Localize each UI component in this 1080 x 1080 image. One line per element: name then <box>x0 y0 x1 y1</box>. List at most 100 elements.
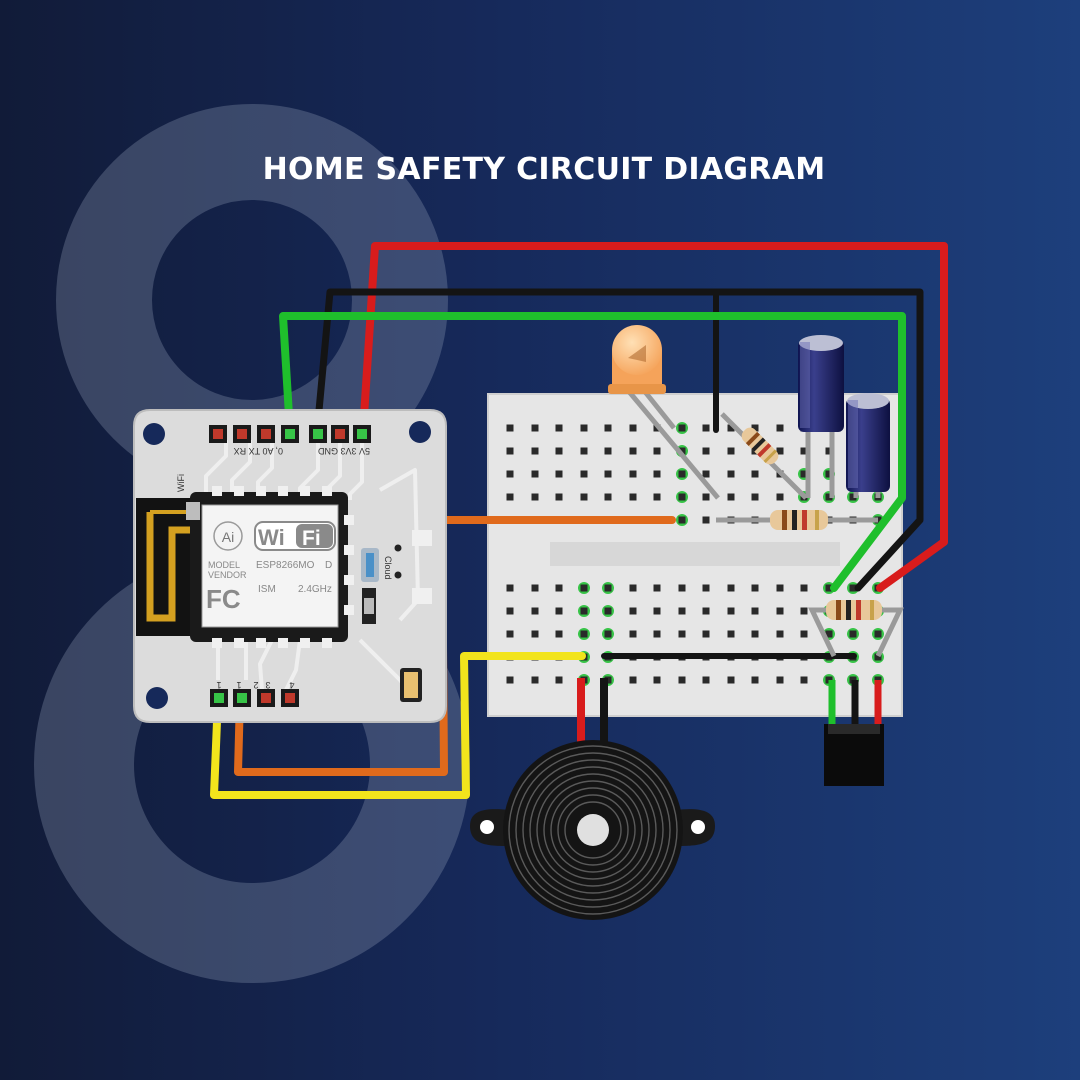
bottom-pin-label-1b: 1 <box>236 680 241 690</box>
breadboard-hole <box>702 516 710 524</box>
breadboard-hole <box>825 584 833 592</box>
breadboard-hole <box>653 493 661 501</box>
page-title: HOME SAFETY CIRCUIT DIAGRAM <box>262 152 826 187</box>
wifi-badge-left: Wi <box>258 525 285 550</box>
breadboard-hole <box>555 424 563 432</box>
chip-pin <box>344 515 354 525</box>
chip-pin <box>234 486 244 496</box>
chip-model-line2: VENDOR <box>208 570 247 580</box>
header-pin-contact <box>313 429 323 439</box>
breadboard-hole <box>702 493 710 501</box>
breadboard-hole <box>800 470 808 478</box>
breadboard-hole <box>604 424 612 432</box>
breadboard-hole <box>531 470 539 478</box>
breadboard-hole <box>580 630 588 638</box>
breadboard-hole <box>776 424 784 432</box>
module-header-pins <box>209 425 371 707</box>
breadboard-hole <box>531 493 539 501</box>
breadboard-hole <box>800 584 808 592</box>
breadboard-hole <box>531 424 539 432</box>
resistor-icon <box>720 412 808 500</box>
breadboard-hole <box>825 447 833 455</box>
breadboard-hole <box>506 424 514 432</box>
buzzer-ring <box>550 787 636 873</box>
breadboard-hole <box>751 630 759 638</box>
breadboard-hole <box>506 470 514 478</box>
breadboard-hole <box>555 447 563 455</box>
breadboard-hole <box>727 470 735 478</box>
breadboard-hole <box>800 607 808 615</box>
top-pin-label-a0: 0, A0 TX RX <box>234 446 283 456</box>
breadboard-hole <box>702 470 710 478</box>
header-pin-contact <box>357 429 367 439</box>
breadboard-hole <box>678 630 686 638</box>
breadboard-hole <box>776 447 784 455</box>
breadboard-hole <box>531 607 539 615</box>
breadboard-hole <box>506 630 514 638</box>
breadboard-hole <box>800 630 808 638</box>
breadboard-hole <box>702 584 710 592</box>
breadboard-hole <box>506 676 514 684</box>
chip-pin <box>344 545 354 555</box>
header-pin-contact <box>237 693 247 703</box>
resistor-icon <box>716 510 878 530</box>
breadboard-hole <box>629 630 637 638</box>
buzzer-ring <box>557 794 629 866</box>
breadboard-hole <box>629 676 637 684</box>
breadboard-hole <box>653 630 661 638</box>
breadboard-hole <box>825 493 833 501</box>
breadboard-hole <box>678 447 686 455</box>
breadboard-hole <box>555 607 563 615</box>
breadboard-hole <box>678 516 686 524</box>
breadboard-hole <box>531 630 539 638</box>
chip-pin <box>234 638 244 648</box>
chip-pin <box>256 638 266 648</box>
wifi-side-label: WiFi <box>176 474 186 492</box>
chip-pin <box>322 638 332 648</box>
breadboard-hole <box>751 470 759 478</box>
wire-black-ground <box>313 288 924 592</box>
buzzer-ring <box>564 801 622 859</box>
wire-green-signal <box>279 312 906 592</box>
wire-orange <box>234 516 676 776</box>
breadboard-hole <box>702 630 710 638</box>
resistor-icon <box>808 600 904 658</box>
breadboard-hole <box>604 470 612 478</box>
breadboard-hole <box>506 447 514 455</box>
breadboard-hole <box>727 447 735 455</box>
header-pin-contact <box>214 693 224 703</box>
chip-pin <box>322 486 332 496</box>
breadboard-hole <box>629 584 637 592</box>
breadboard-hole <box>825 470 833 478</box>
breadboard-hole <box>629 493 637 501</box>
header-pin-contact <box>335 429 345 439</box>
capacitor-icon <box>846 393 890 498</box>
top-pin-label-power: 5V 3V3 <box>340 446 370 456</box>
breadboard-hole <box>751 584 759 592</box>
top-pin-label-gnd: GND <box>318 446 339 456</box>
breadboard-hole <box>531 447 539 455</box>
buzzer-icon <box>470 678 715 920</box>
breadboard-hole <box>653 447 661 455</box>
breadboard-hole <box>702 676 710 684</box>
buzzer-ring <box>536 773 650 887</box>
bottom-pin-label-3: 3 <box>265 680 270 690</box>
breadboard-hole <box>678 584 686 592</box>
breadboard-hole <box>678 424 686 432</box>
breadboard-hole <box>702 607 710 615</box>
breadboard-hole <box>604 447 612 455</box>
breadboard-hole <box>751 607 759 615</box>
breadboard-hole <box>702 424 710 432</box>
buzzer-ring <box>522 759 664 901</box>
chip-model-suffix: D <box>325 560 332 571</box>
breadboard-hole <box>678 607 686 615</box>
breadboard-hole <box>800 676 808 684</box>
chip-pin <box>278 638 288 648</box>
breadboard-hole <box>751 493 759 501</box>
led-icon <box>608 325 720 500</box>
breadboard-hole <box>776 607 784 615</box>
breadboard-hole <box>678 470 686 478</box>
breadboard-hole <box>580 470 588 478</box>
buzzer-ring <box>508 745 678 915</box>
breadboard-hole <box>604 630 612 638</box>
